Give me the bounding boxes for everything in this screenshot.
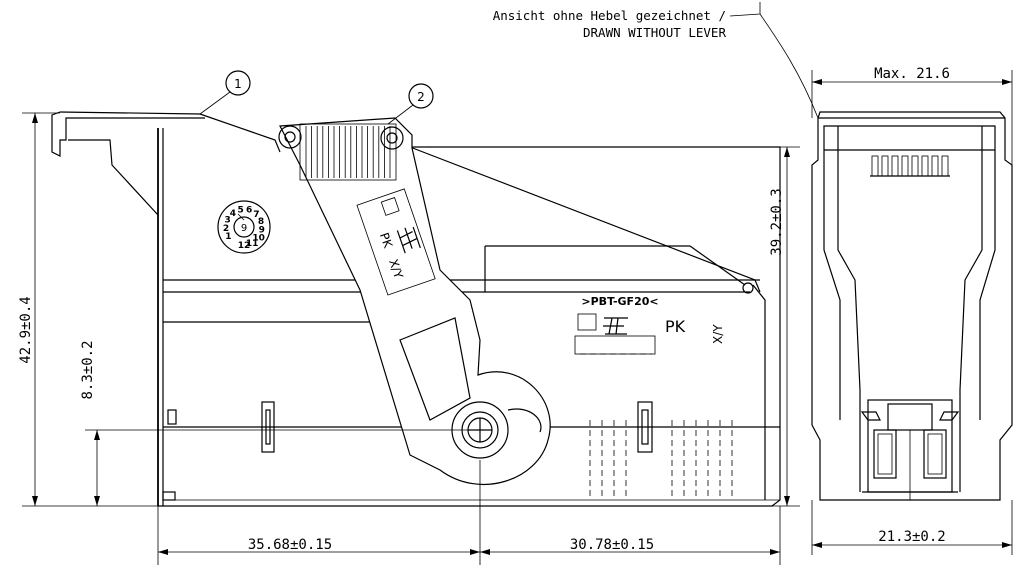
lever-label-plate: PK X/Y — [356, 188, 436, 296]
side-inner-right — [959, 150, 983, 492]
lever-grip — [305, 126, 391, 178]
dial-digit: 12 — [238, 241, 251, 251]
dial-inner-digit: 9 — [241, 223, 247, 234]
top-latch-tab — [51, 111, 205, 157]
slot-right-inner — [641, 409, 649, 445]
dial-digit: 9 — [259, 226, 265, 236]
side-contact-right — [923, 429, 947, 479]
balloon-2: 2 — [387, 83, 434, 125]
dial-digit: 2 — [223, 224, 229, 234]
side-grip-rib — [941, 155, 949, 177]
balloon-2-leader — [387, 104, 414, 125]
balloon-1: 1 — [199, 70, 251, 115]
side-inner-left — [837, 150, 861, 492]
right-slope — [409, 146, 761, 293]
dial-outer — [217, 200, 271, 254]
dial-inner — [233, 216, 255, 238]
dim-height-body: 39.2±0.3 — [769, 146, 800, 507]
dim-height-overall: 42.9±0.4 — [18, 112, 158, 507]
lever-hole-right — [380, 126, 404, 150]
view-note: Ansicht ohne Hebel gezeichnet / DRAWN WI… — [493, 2, 819, 119]
note-leader — [759, 13, 819, 119]
dial-digit: 11 — [246, 239, 259, 249]
dim-height-body-text: 39.2±0.3 — [769, 188, 785, 255]
xy-lever: X/Y — [386, 257, 406, 281]
dim-width-left: 35.68±0.15 — [157, 460, 481, 565]
side-grip-ribs — [871, 155, 949, 177]
side-view: Max. 21.6 21.3±0.2 — [811, 66, 1013, 555]
lever-label-box — [380, 197, 400, 216]
grip-frame — [299, 123, 397, 181]
te-logo-lever — [396, 226, 421, 254]
side-grip-rib — [931, 155, 939, 177]
slot-left — [261, 401, 275, 453]
dim-width-left-text: 35.68±0.15 — [248, 537, 332, 553]
slot-left-inner — [265, 409, 271, 445]
latch-slant — [68, 139, 159, 216]
dim-width-right: 30.78±0.15 — [480, 506, 781, 565]
side-outer — [811, 111, 1013, 501]
right-slope-inner — [689, 245, 746, 286]
cam-notch — [507, 408, 542, 433]
dim-height-overall-text: 42.9±0.4 — [18, 296, 34, 363]
dim-width-max-text: Max. 21.6 — [874, 66, 950, 82]
dim-width-right-text: 30.78±0.15 — [570, 537, 654, 553]
balloon-1-leader — [199, 91, 231, 115]
marking-field — [574, 335, 656, 355]
dial-digit: 8 — [258, 217, 264, 227]
side-pocket-top — [887, 403, 933, 431]
pk-body: PK — [665, 317, 686, 336]
material-marking: >PBT-GF20< PK X/Y — [574, 295, 725, 355]
dial-digit: 5 — [237, 205, 243, 215]
side-grip-rib — [901, 155, 909, 177]
side-grip-rib — [921, 155, 929, 177]
dial-digit: 7 — [253, 210, 259, 220]
balloon-2-label: 2 — [417, 90, 425, 104]
dial-digit: 10 — [252, 233, 265, 243]
note-line-1: Ansicht ohne Hebel gezeichnet / — [493, 8, 726, 23]
side-grip-rib — [891, 155, 899, 177]
lever-hole-left — [278, 125, 302, 149]
note-leader-top — [729, 2, 761, 17]
side-grip-rib — [881, 155, 889, 177]
dial-digit: 4 — [230, 209, 236, 219]
left-slot — [167, 409, 177, 425]
side-lever-top — [823, 125, 996, 151]
lever: PK X/Y — [278, 117, 551, 485]
hidden-contacts — [589, 420, 733, 500]
slot-right — [637, 401, 653, 453]
dim-width-max: Max. 21.6 — [811, 66, 1013, 165]
xy-body: X/Y — [711, 324, 725, 344]
pk-lever: PK — [377, 231, 396, 251]
note-line-2: DRAWN WITHOUT LEVER — [583, 25, 726, 40]
dim-height-low-text: 8.3±0.2 — [80, 340, 96, 399]
dial-digit: 6 — [246, 206, 252, 216]
side-inner-left-2 — [823, 150, 841, 420]
dim-width-side: 21.3±0.2 — [811, 500, 1013, 555]
te-logo-body — [603, 317, 628, 335]
dial-arrow — [237, 213, 245, 221]
right-pivot — [742, 282, 754, 294]
lever-window — [399, 317, 471, 421]
side-contact-left — [873, 429, 897, 479]
left-foot — [162, 491, 176, 501]
top-edge — [59, 111, 201, 115]
marking-box — [577, 313, 597, 331]
right-wall — [752, 284, 766, 500]
material-text: >PBT-GF20< — [581, 295, 658, 308]
dial-digit: 3 — [224, 216, 230, 226]
dial-digit: 1 — [225, 232, 231, 242]
side-grip-rib — [911, 155, 919, 177]
balloon-1-label: 1 — [234, 77, 242, 91]
dim-width-side-text: 21.3±0.2 — [878, 529, 945, 545]
side-grip-rib — [871, 155, 879, 177]
housing-top-slope — [199, 113, 281, 153]
lever-body — [279, 117, 551, 485]
dim-height-low: 8.3±0.2 — [80, 340, 470, 506]
side-inner-right-2 — [979, 150, 996, 420]
